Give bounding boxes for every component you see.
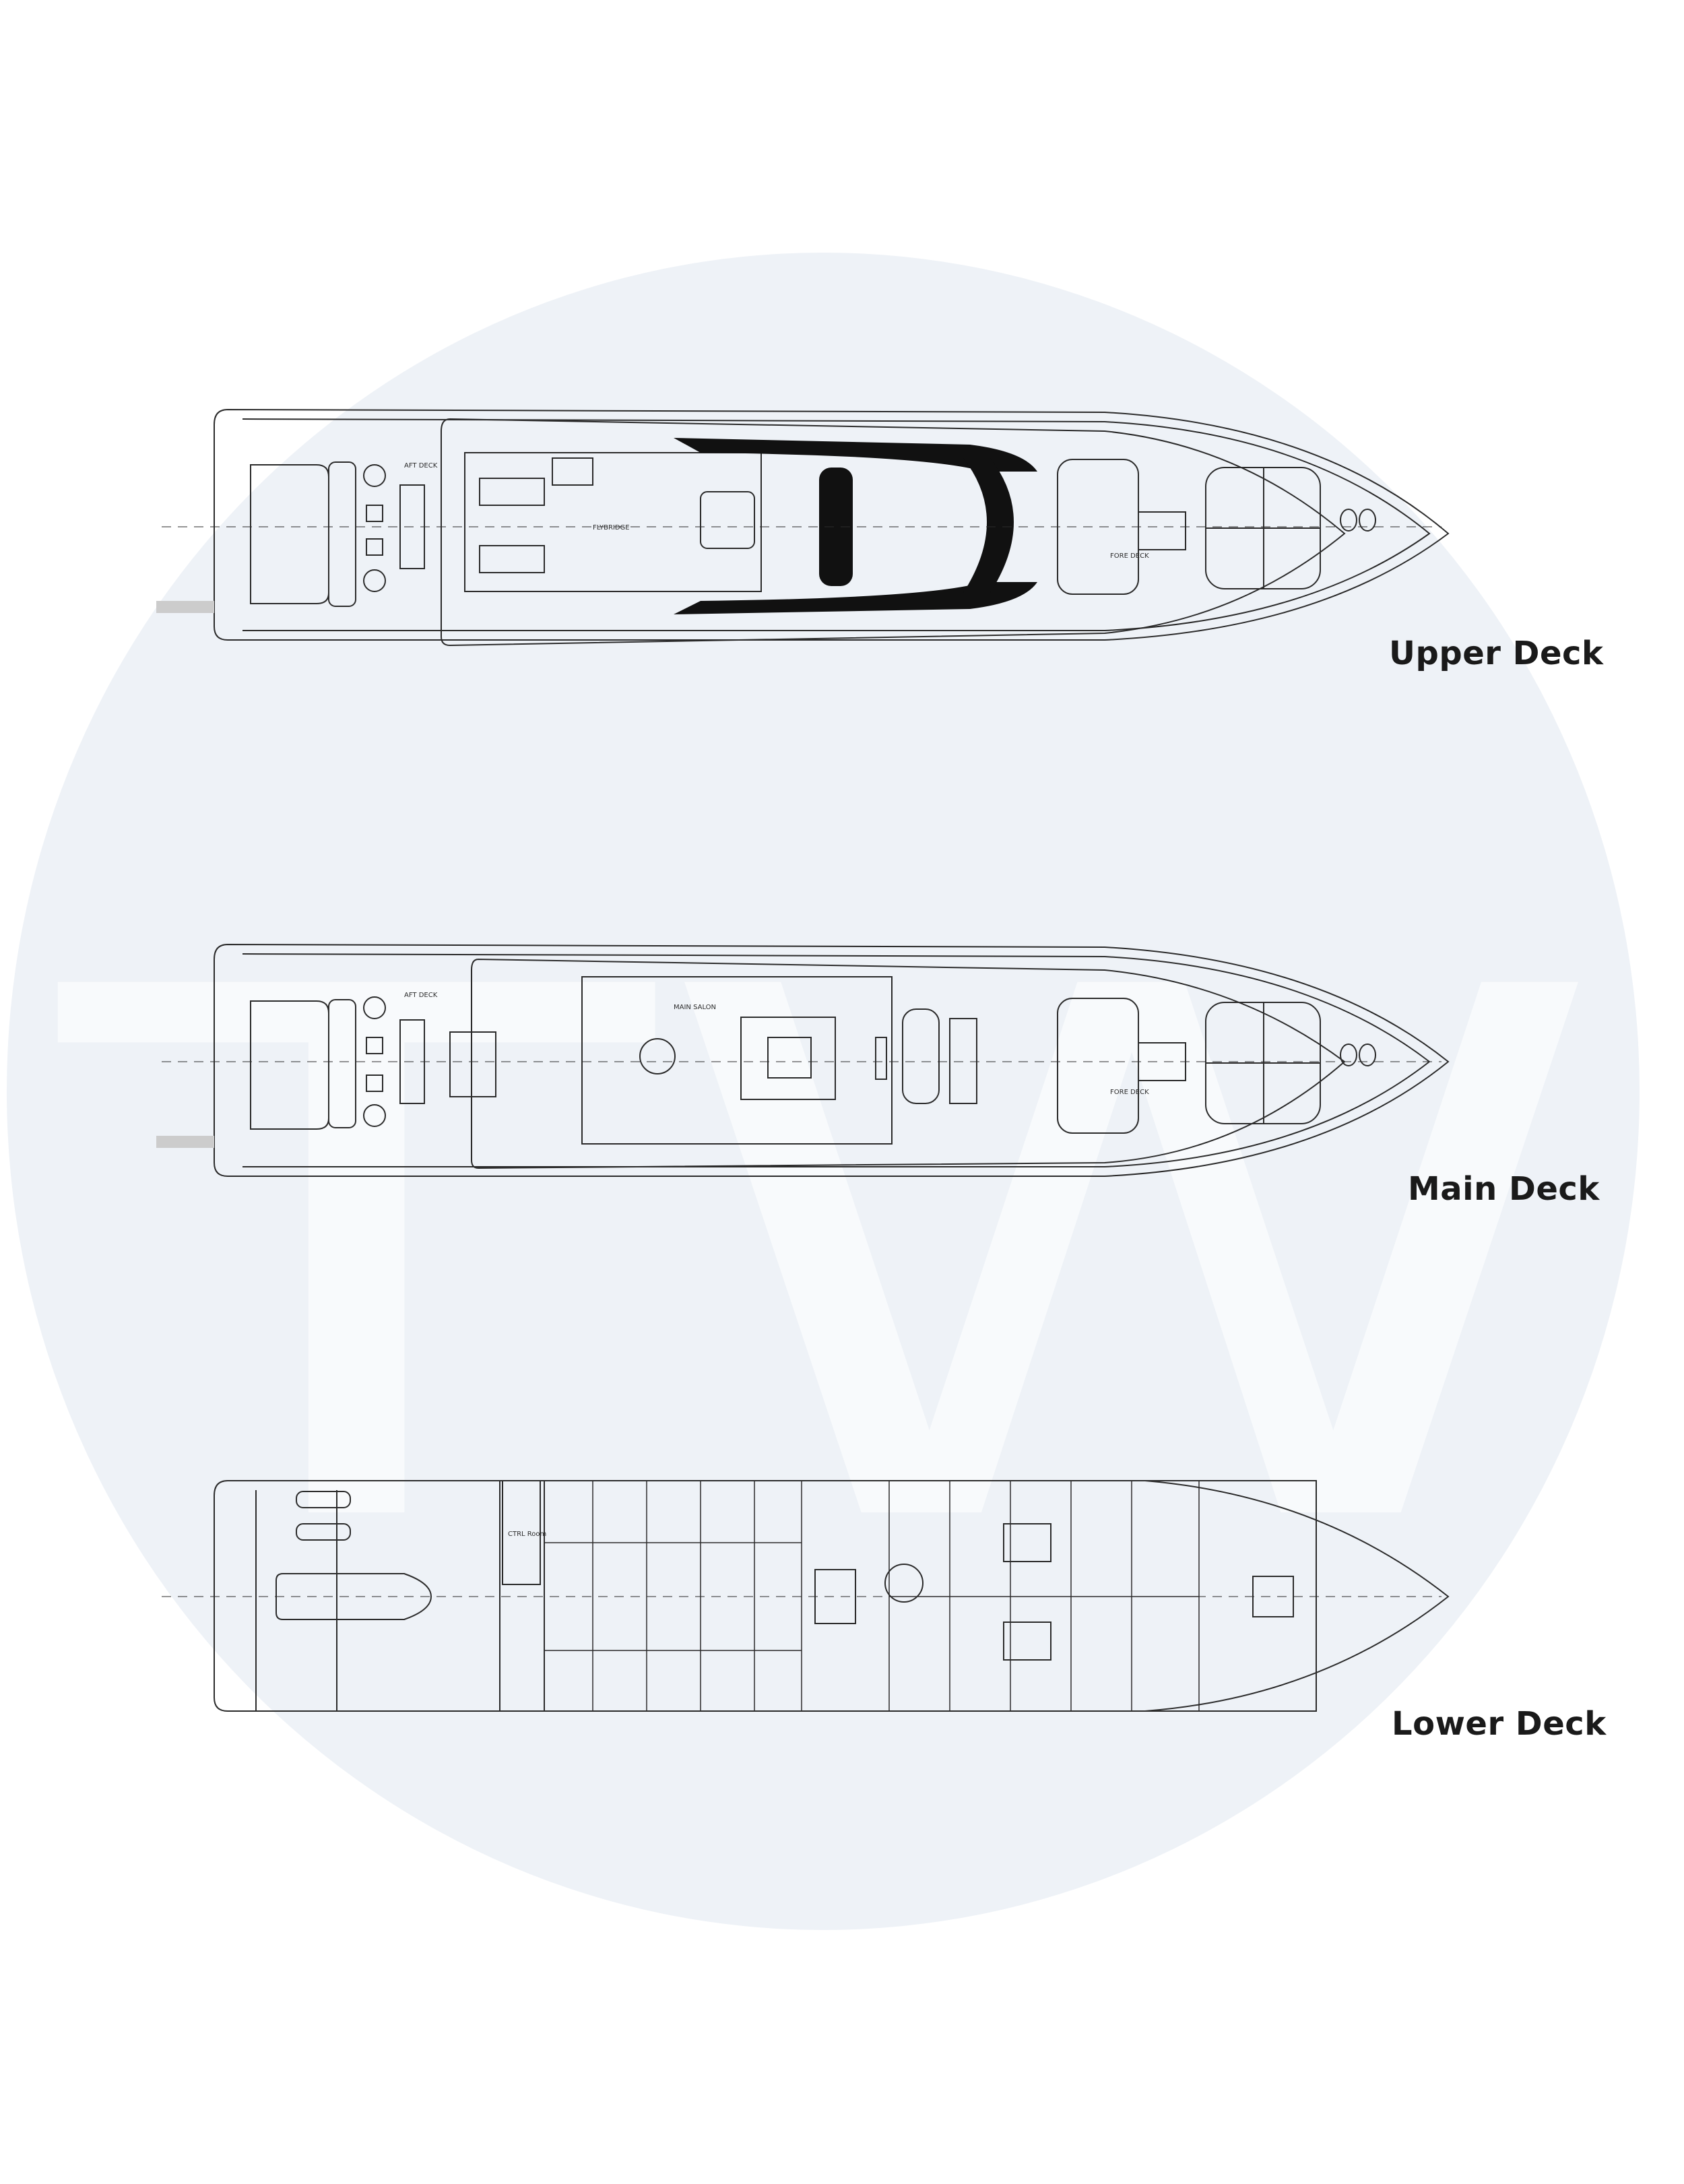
lower-cabin-grid — [544, 1481, 1200, 1711]
upper-window-curve — [963, 458, 1014, 593]
upper-aft-stool-1 — [366, 505, 383, 522]
upper-area-flybridge: FLYBRIDGE — [593, 524, 630, 532]
main-helm-console — [949, 1018, 977, 1104]
upper-window-top — [674, 438, 1037, 472]
lower-stair — [884, 1564, 924, 1603]
upper-aft-stool-2 — [366, 538, 383, 556]
lower-deck-plan: CTRL Room — [162, 1480, 1450, 1712]
watermark-circle — [7, 253, 1640, 1930]
upper-fore-table — [1138, 511, 1186, 550]
upper-hull-outline — [214, 408, 1450, 641]
main-salon-table — [767, 1037, 812, 1079]
main-aft-table-1 — [363, 996, 386, 1019]
main-bow-fitting-1 — [1340, 1043, 1357, 1066]
main-salon-sofa — [740, 1017, 836, 1100]
lower-jetski-1 — [296, 1491, 351, 1508]
watermark-text: TW — [46, 837, 1610, 1684]
upper-aft-table-2 — [363, 569, 386, 592]
upper-window-bottom — [674, 582, 1037, 614]
upper-flybridge-helm — [700, 491, 755, 549]
upper-area-fore: FORE DECK — [1110, 552, 1149, 560]
upper-passerelle — [156, 601, 214, 613]
main-aft-stool-2 — [366, 1074, 383, 1092]
upper-flybridge-sofa-1 — [479, 478, 545, 506]
lower-deck-label: Lower Deck — [1392, 1705, 1607, 1743]
lower-tender — [276, 1573, 432, 1620]
upper-aft-table-1 — [363, 464, 386, 487]
main-salon — [581, 976, 893, 1145]
upper-area-aft: AFT DECK — [404, 462, 438, 470]
lower-area-ctrl-room: CTRL Room — [508, 1531, 546, 1538]
main-aft-stool-1 — [366, 1037, 383, 1054]
lower-guest-bed-2 — [1003, 1621, 1051, 1661]
lower-ctrl-room — [502, 1480, 541, 1585]
main-deck-plan: AFT DECK MAIN SALON FORE DECK — [156, 943, 1450, 1177]
main-stair — [902, 1008, 940, 1104]
upper-hull-inner — [242, 418, 1431, 631]
main-hull-outline — [214, 943, 1450, 1177]
upper-deck-label: Upper Deck — [1389, 635, 1604, 672]
main-aft-bench — [328, 999, 356, 1128]
lower-guest-bed-1 — [1003, 1523, 1051, 1562]
main-aft-table-2 — [363, 1104, 386, 1127]
upper-flybridge-bar — [552, 457, 593, 486]
upper-aft-bench — [328, 461, 356, 607]
upper-bow-fitting-1 — [1340, 509, 1357, 532]
upper-deck-plan: AFT DECK FLYBRIDGE FORE DECK — [156, 408, 1450, 647]
main-area-salon: MAIN SALON — [674, 1004, 716, 1011]
watermark: TW — [7, 253, 1640, 1930]
main-passerelle — [156, 1136, 214, 1148]
main-area-aft: AFT DECK — [404, 992, 438, 999]
main-dining-table — [449, 1031, 496, 1097]
main-bow-fitting-2 — [1359, 1043, 1376, 1066]
upper-superstructure — [441, 418, 1346, 647]
upper-window-mid — [819, 468, 853, 586]
main-deck-label: Main Deck — [1408, 1170, 1600, 1208]
lower-hull-outline — [214, 1480, 1450, 1712]
upper-flybridge-area — [464, 452, 762, 592]
main-area-fore: FORE DECK — [1110, 1089, 1149, 1096]
lower-accommodation — [544, 1480, 1317, 1712]
upper-bow-fitting-2 — [1359, 509, 1376, 532]
main-superstructure — [471, 958, 1346, 1169]
main-salon-cabinet — [875, 1037, 887, 1080]
main-salon-round-table — [639, 1038, 676, 1074]
upper-flybridge-sofa-2 — [479, 545, 545, 573]
lower-jetski-2 — [296, 1523, 351, 1541]
